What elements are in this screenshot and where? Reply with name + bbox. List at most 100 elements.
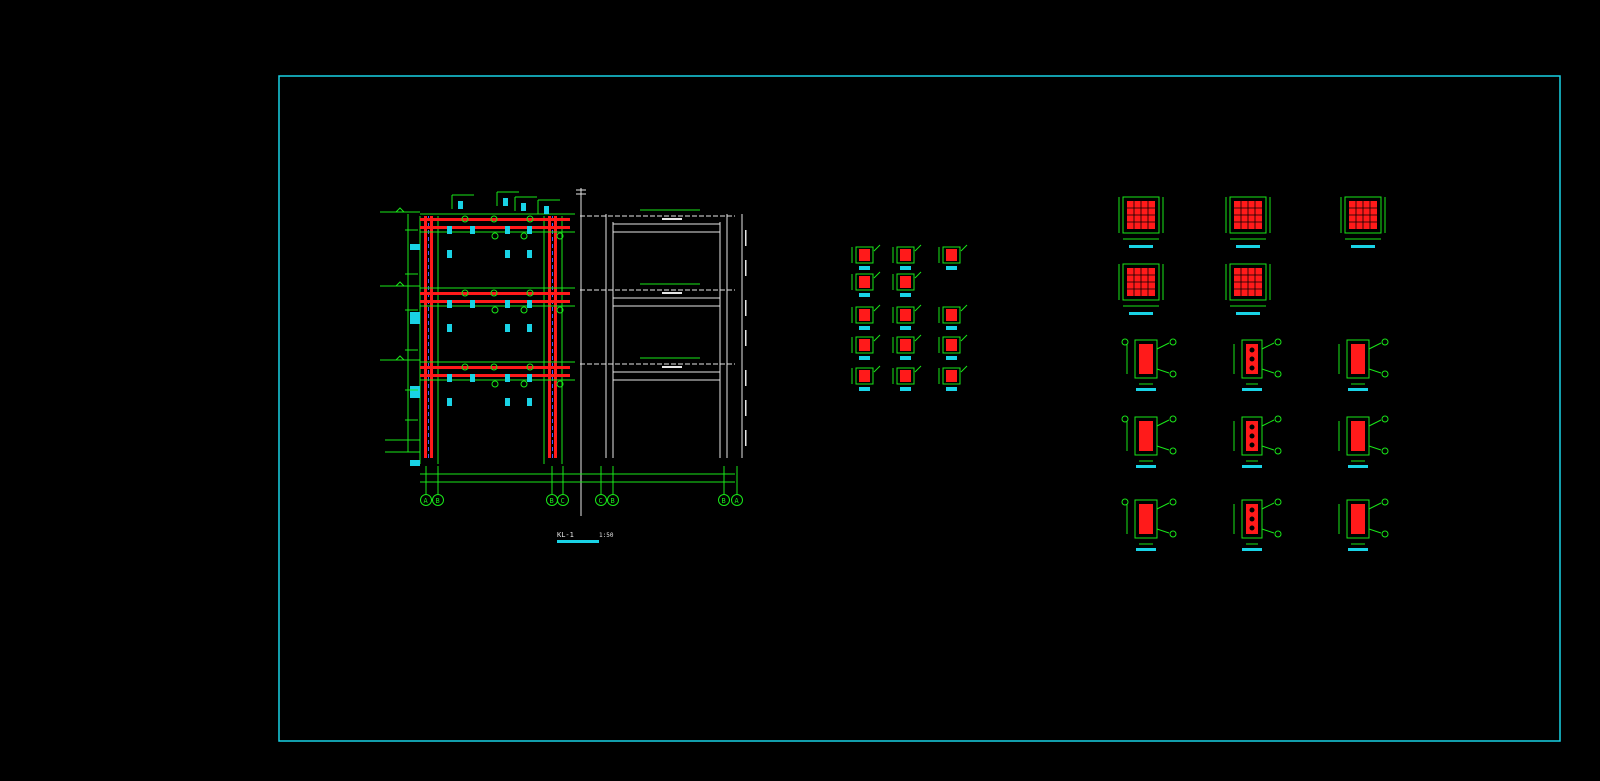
beam-marker-circle-b-0-1 [520, 232, 528, 240]
axis-bubble-label-1: B [436, 497, 440, 505]
end-section-1-0 [1121, 415, 1177, 468]
section-label-box-left-low-1 [410, 386, 420, 392]
end-section-tag-b [1381, 447, 1389, 455]
outline-beam-label-2 [662, 366, 682, 368]
small-section-leader [960, 365, 968, 373]
right-dim-text-4 [745, 370, 747, 386]
small-section-body [859, 309, 870, 321]
beam-marker-circle-2-2 [526, 363, 534, 371]
end-section-tag-c [1121, 338, 1129, 346]
end-section-tag-a [1274, 338, 1282, 346]
beam-marker-circle-b-1-2 [556, 306, 564, 314]
end-section-label [1242, 388, 1262, 391]
rebar-beam-top-0 [420, 218, 570, 221]
level-marker-triangle-0 [394, 207, 406, 213]
end-section-leader-a [1261, 419, 1275, 427]
end-section-leader-b [1368, 528, 1382, 534]
small-section-body [946, 339, 957, 351]
small-section-leader [873, 365, 881, 373]
end-section-tag-a [1169, 415, 1177, 423]
end-section-leader-b [1156, 528, 1170, 534]
end-section-body [1351, 421, 1365, 451]
end-section-body [1351, 504, 1365, 534]
end-section-outline [1241, 339, 1263, 379]
axis-bubble-3 [557, 494, 569, 506]
end-section-outline [1241, 416, 1263, 456]
end-section-2-0 [1121, 498, 1177, 551]
end-section-leader-b [1261, 368, 1275, 374]
axis-bubble-4 [595, 494, 607, 506]
rebar-beam-bottom-2 [420, 374, 570, 377]
axis-bubble-label-3: C [561, 497, 565, 505]
stirrup-tag-1-0 [447, 300, 452, 308]
end-section-tag-b [1274, 370, 1282, 378]
small-section-2-2 [938, 304, 968, 330]
end-section-leader-a [1261, 502, 1275, 510]
large-section-label [1236, 245, 1260, 248]
stirrup-tag-2-4 [447, 398, 452, 406]
large-section-outline [1122, 196, 1160, 234]
outline-beam-label-0 [662, 218, 682, 220]
large-section-label [1129, 245, 1153, 248]
small-section-label [946, 326, 957, 330]
beam-marker-circle-0-2 [526, 215, 534, 223]
small-section-outline [896, 273, 915, 291]
axis-bubble-label-5: B [611, 497, 615, 505]
end-section-void-0 [1249, 507, 1255, 513]
small-section-3-0 [851, 334, 881, 360]
large-section-outline [1344, 196, 1382, 234]
top-stirrup-tag-1 [521, 203, 526, 211]
small-section-label [900, 356, 911, 360]
small-section-outline [942, 336, 961, 354]
large-section-outline [1122, 263, 1160, 301]
stirrup-tag-2-2 [505, 374, 510, 382]
end-section-body [1139, 421, 1153, 451]
small-section-0-1 [892, 244, 922, 270]
beam-marker-circle-b-0-2 [556, 232, 564, 240]
elevation-title-underline [557, 540, 599, 543]
small-section-3-2 [938, 334, 968, 360]
stirrup-tag-0-4 [447, 250, 452, 258]
end-section-leader-a [1368, 342, 1382, 350]
small-section-body [946, 249, 957, 261]
end-section-label [1348, 465, 1368, 468]
end-section-body [1139, 344, 1153, 374]
end-section-0-1 [1233, 338, 1282, 391]
right-dim-text-2 [745, 300, 747, 316]
small-section-body [859, 339, 870, 351]
axis-bubble-label-4: C [599, 497, 603, 505]
end-section-outline [1346, 339, 1370, 379]
axis-bubble-label-2: B [550, 497, 554, 505]
end-section-leader-b [1368, 368, 1382, 374]
stirrup-tag-0-1 [470, 226, 475, 234]
large-section-1-0 [1118, 263, 1164, 315]
small-section-4-2 [938, 365, 968, 391]
end-section-tag-c [1121, 498, 1129, 506]
stirrup-tag-1-1 [470, 300, 475, 308]
end-section-1-2 [1338, 415, 1389, 468]
stirrup-tag-1-3 [527, 300, 532, 308]
axis-bubble-5 [607, 494, 619, 506]
beam-marker-circle-0-0 [461, 215, 469, 223]
end-section-leader-a [1368, 502, 1382, 510]
right-dim-text-6 [745, 430, 747, 446]
rebar-beam-bottom-0 [420, 226, 570, 229]
end-section-leader-a [1368, 419, 1382, 427]
section-label-box-left-1 [410, 318, 420, 324]
small-section-4-0 [851, 365, 881, 391]
end-section-label [1242, 465, 1262, 468]
small-section-1-0 [851, 271, 881, 297]
end-section-void-0 [1249, 424, 1255, 430]
rebar-beam-bottom-1 [420, 300, 570, 303]
end-section-void-1 [1249, 356, 1255, 362]
small-section-label [900, 293, 911, 297]
rebar-column-right-bar-0 [430, 216, 433, 458]
small-section-label [859, 326, 870, 330]
beam-marker-circle-b-2-0 [491, 380, 499, 388]
small-section-outline [896, 246, 915, 264]
end-section-tag-b [1169, 447, 1177, 455]
stirrup-tag-1-4 [447, 324, 452, 332]
right-dim-text-1 [745, 260, 747, 276]
